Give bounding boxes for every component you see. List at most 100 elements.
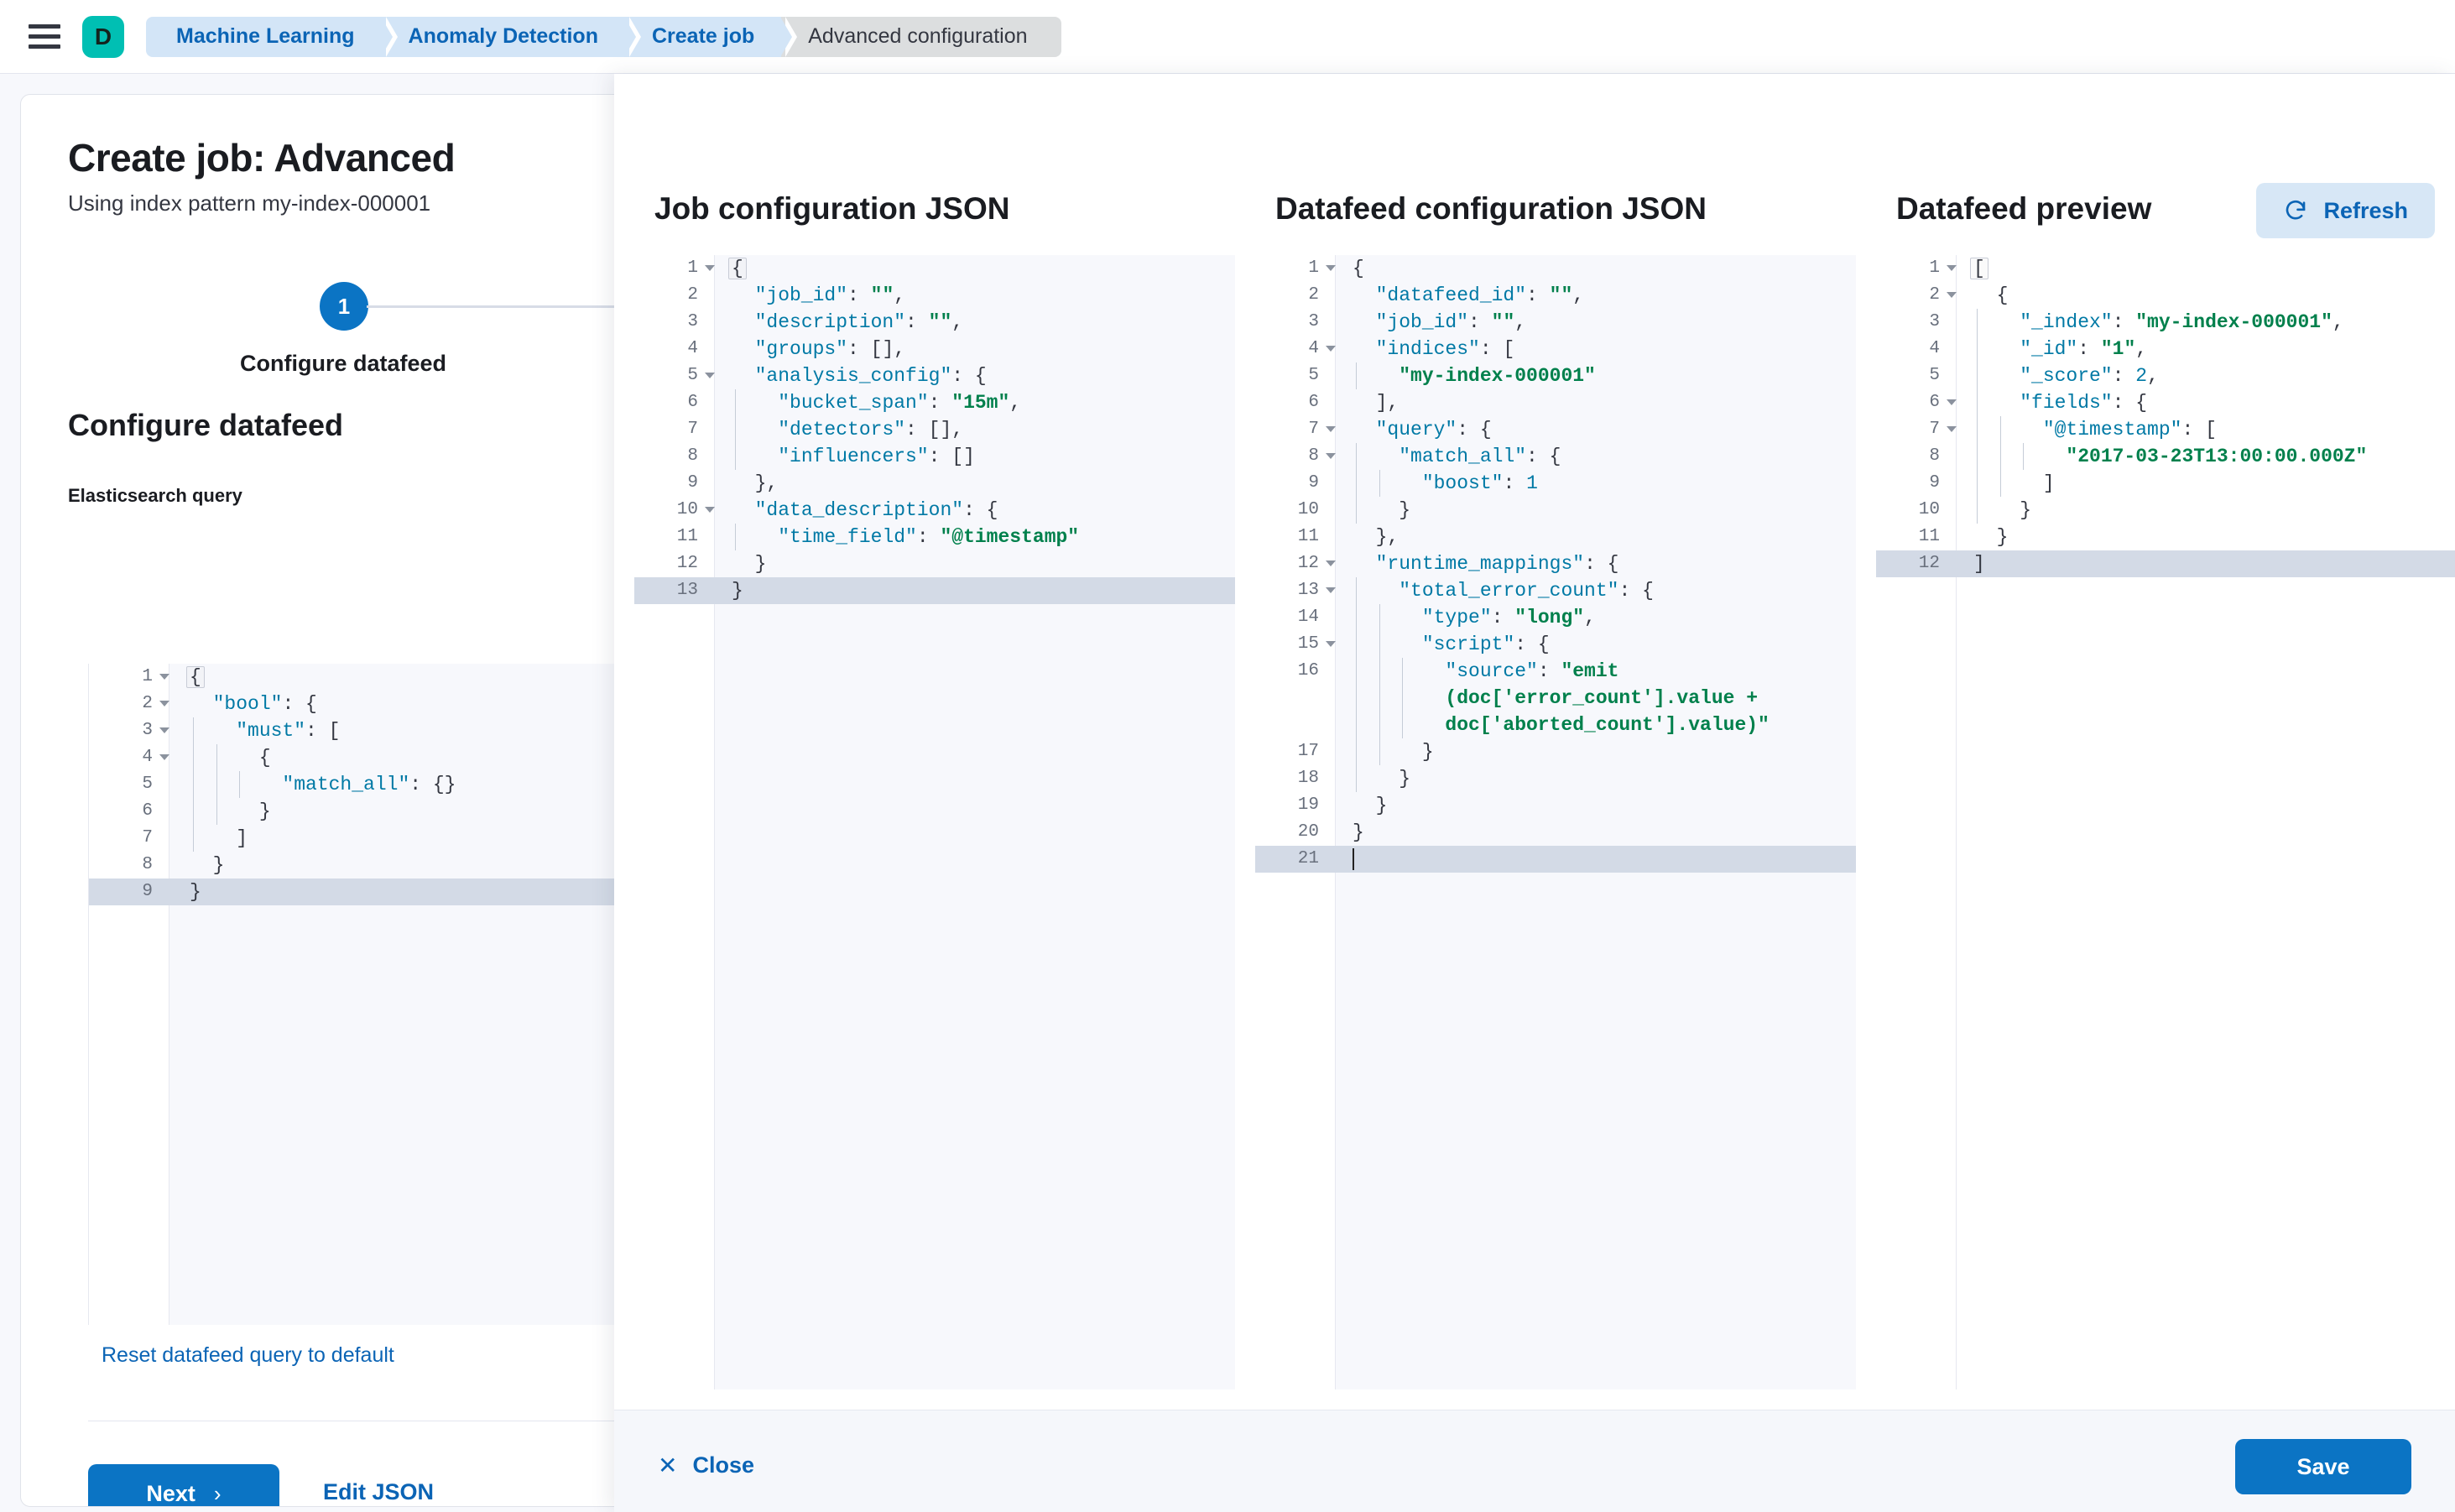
editor-line[interactable]: 11 "time_field": "@timestamp" (634, 524, 1235, 550)
line-highlight (1876, 362, 2455, 389)
editor-line[interactable]: 17 } (1255, 738, 1856, 765)
line-number: 1 (1929, 258, 1940, 278)
editor-line[interactable]: 6 "fields": { (1876, 389, 2455, 416)
fold-toggle-icon[interactable] (159, 754, 169, 760)
app-logo[interactable]: D (82, 15, 124, 58)
datafeed-preview-editor[interactable]: 1[2 {3 "_index": "my-index-000001",4 "_i… (1876, 255, 2455, 1389)
fold-toggle-icon[interactable] (159, 727, 169, 733)
editor-line[interactable]: 2 "bool": { (89, 691, 649, 717)
fold-toggle-icon[interactable] (1326, 346, 1336, 352)
editor-line[interactable]: 4 "_id": "1", (1876, 336, 2455, 362)
fold-toggle-icon[interactable] (1326, 453, 1336, 459)
editor-line[interactable]: 6 ], (1255, 389, 1856, 416)
editor-line[interactable]: 4 { (89, 744, 649, 771)
next-button-label: Next (146, 1480, 195, 1506)
datafeed-configuration-editor[interactable]: 1{2 "datafeed_id": "",3 "job_id": "",4 "… (1255, 255, 1856, 1389)
editor-line[interactable]: 7 "@timestamp": [ (1876, 416, 2455, 443)
editor-line[interactable]: 1{ (1255, 255, 1856, 282)
editor-line[interactable]: 7 ] (89, 825, 649, 852)
editor-line[interactable]: 8 "influencers": [] (634, 443, 1235, 470)
editor-line[interactable]: 1{ (89, 664, 649, 691)
editor-line[interactable]: 12 "runtime_mappings": { (1255, 550, 1856, 577)
editor-line[interactable]: 10 } (1876, 497, 2455, 524)
fold-toggle-icon[interactable] (1326, 641, 1336, 647)
editor-line[interactable]: 8 "2017-03-23T13:00:00.000Z" (1876, 443, 2455, 470)
editor-line[interactable]: 15 "script": { (1255, 631, 1856, 658)
editor-line[interactable]: 9} (89, 879, 649, 905)
fold-toggle-icon[interactable] (1947, 399, 1957, 405)
datafeed-configuration-column: Datafeed configuration JSON 1{2 "datafee… (1255, 74, 1856, 1410)
fold-toggle-icon[interactable] (1326, 426, 1336, 432)
fold-toggle-icon[interactable] (1326, 587, 1336, 593)
editor-line[interactable]: 2 "job_id": "", (634, 282, 1235, 309)
editor-line[interactable]: 10 "data_description": { (634, 497, 1235, 524)
close-button[interactable]: ✕ Close (658, 1452, 754, 1478)
editor-line[interactable]: 2 { (1876, 282, 2455, 309)
editor-line[interactable]: 9 }, (634, 470, 1235, 497)
fold-toggle-icon[interactable] (159, 674, 169, 680)
fold-toggle-icon[interactable] (159, 701, 169, 706)
editor-line[interactable]: 13} (634, 577, 1235, 604)
fold-toggle-icon[interactable] (705, 507, 715, 513)
editor-line[interactable]: 14 "type": "long", (1255, 604, 1856, 631)
indent-guide (1977, 416, 1978, 443)
editor-line[interactable]: 13 "total_error_count": { (1255, 577, 1856, 604)
editor-line[interactable]: 8 } (89, 852, 649, 879)
editor-line[interactable]: 4 "groups": [], (634, 336, 1235, 362)
editor-line[interactable]: 5 "my-index-000001" (1255, 362, 1856, 389)
editor-line[interactable]: 12 } (634, 550, 1235, 577)
indent-guide (735, 524, 736, 550)
line-number: 6 (142, 801, 153, 821)
editor-line[interactable]: 6 "bucket_span": "15m", (634, 389, 1235, 416)
editor-line[interactable]: 3 "job_id": "", (1255, 309, 1856, 336)
fold-toggle-icon[interactable] (705, 373, 715, 378)
editor-line[interactable]: 12] (1876, 550, 2455, 577)
editor-line[interactable]: 3 "must": [ (89, 717, 649, 744)
editor-line[interactable]: 8 "match_all": { (1255, 443, 1856, 470)
editor-line[interactable]: 6 } (89, 798, 649, 825)
editor-line[interactable]: 1[ (1876, 255, 2455, 282)
fold-toggle-icon[interactable] (1326, 560, 1336, 566)
editor-line[interactable]: 5 "_score": 2, (1876, 362, 2455, 389)
editor-line[interactable]: 9 ] (1876, 470, 2455, 497)
fold-toggle-icon[interactable] (1947, 426, 1957, 432)
editor-line[interactable]: 5 "analysis_config": { (634, 362, 1235, 389)
fold-toggle-icon[interactable] (705, 265, 715, 271)
fold-toggle-icon[interactable] (1947, 292, 1957, 298)
edit-json-button[interactable]: Edit JSON (323, 1479, 435, 1504)
line-number: 3 (687, 312, 698, 331)
editor-line[interactable]: 11 } (1876, 524, 2455, 550)
fold-toggle-icon[interactable] (1947, 265, 1957, 271)
editor-line[interactable]: 21 (1255, 846, 1856, 873)
fold-toggle-icon[interactable] (1326, 265, 1336, 271)
editor-line[interactable]: 16 "source": "emit(doc['error_count'].va… (1255, 658, 1856, 738)
editor-line[interactable]: 5 "match_all": {} (89, 771, 649, 798)
breadcrumb-item-machine-learning[interactable]: Machine Learning (146, 16, 398, 57)
editor-line[interactable]: 19 } (1255, 792, 1856, 819)
elasticsearch-query-editor[interactable]: 1{2 "bool": {3 "must": [4 {5 "match_all"… (88, 664, 649, 1325)
editor-line[interactable]: 11 }, (1255, 524, 1856, 550)
editor-line[interactable]: 2 "datafeed_id": "", (1255, 282, 1856, 309)
breadcrumb-item-anomaly-detection[interactable]: Anomaly Detection (381, 16, 642, 57)
editor-line[interactable]: 10 } (1255, 497, 1856, 524)
indent-guide (1379, 470, 1380, 497)
line-number: 8 (687, 446, 698, 466)
job-configuration-editor[interactable]: 1{2 "job_id": "",3 "description": "",4 "… (634, 255, 1235, 1389)
editor-line[interactable]: 1{ (634, 255, 1235, 282)
editor-line[interactable]: 9 "boost": 1 (1255, 470, 1856, 497)
editor-line[interactable]: 3 "description": "", (634, 309, 1235, 336)
editor-line[interactable]: 18 } (1255, 765, 1856, 792)
editor-gutter (1255, 255, 1336, 1389)
refresh-button[interactable]: Refresh (2256, 183, 2435, 238)
hamburger-icon[interactable] (29, 24, 60, 50)
editor-line[interactable]: 7 "query": { (1255, 416, 1856, 443)
step-1-indicator[interactable]: 1 (320, 282, 368, 331)
save-button[interactable]: Save (2235, 1439, 2411, 1494)
editor-line[interactable]: 3 "_index": "my-index-000001", (1876, 309, 2455, 336)
breadcrumb-item-create-job[interactable]: Create job (624, 16, 798, 57)
next-button[interactable]: Next › (88, 1464, 279, 1506)
reset-datafeed-query-link[interactable]: Reset datafeed query to default (102, 1343, 394, 1367)
editor-line[interactable]: 20} (1255, 819, 1856, 846)
editor-line[interactable]: 7 "detectors": [], (634, 416, 1235, 443)
editor-line[interactable]: 4 "indices": [ (1255, 336, 1856, 362)
